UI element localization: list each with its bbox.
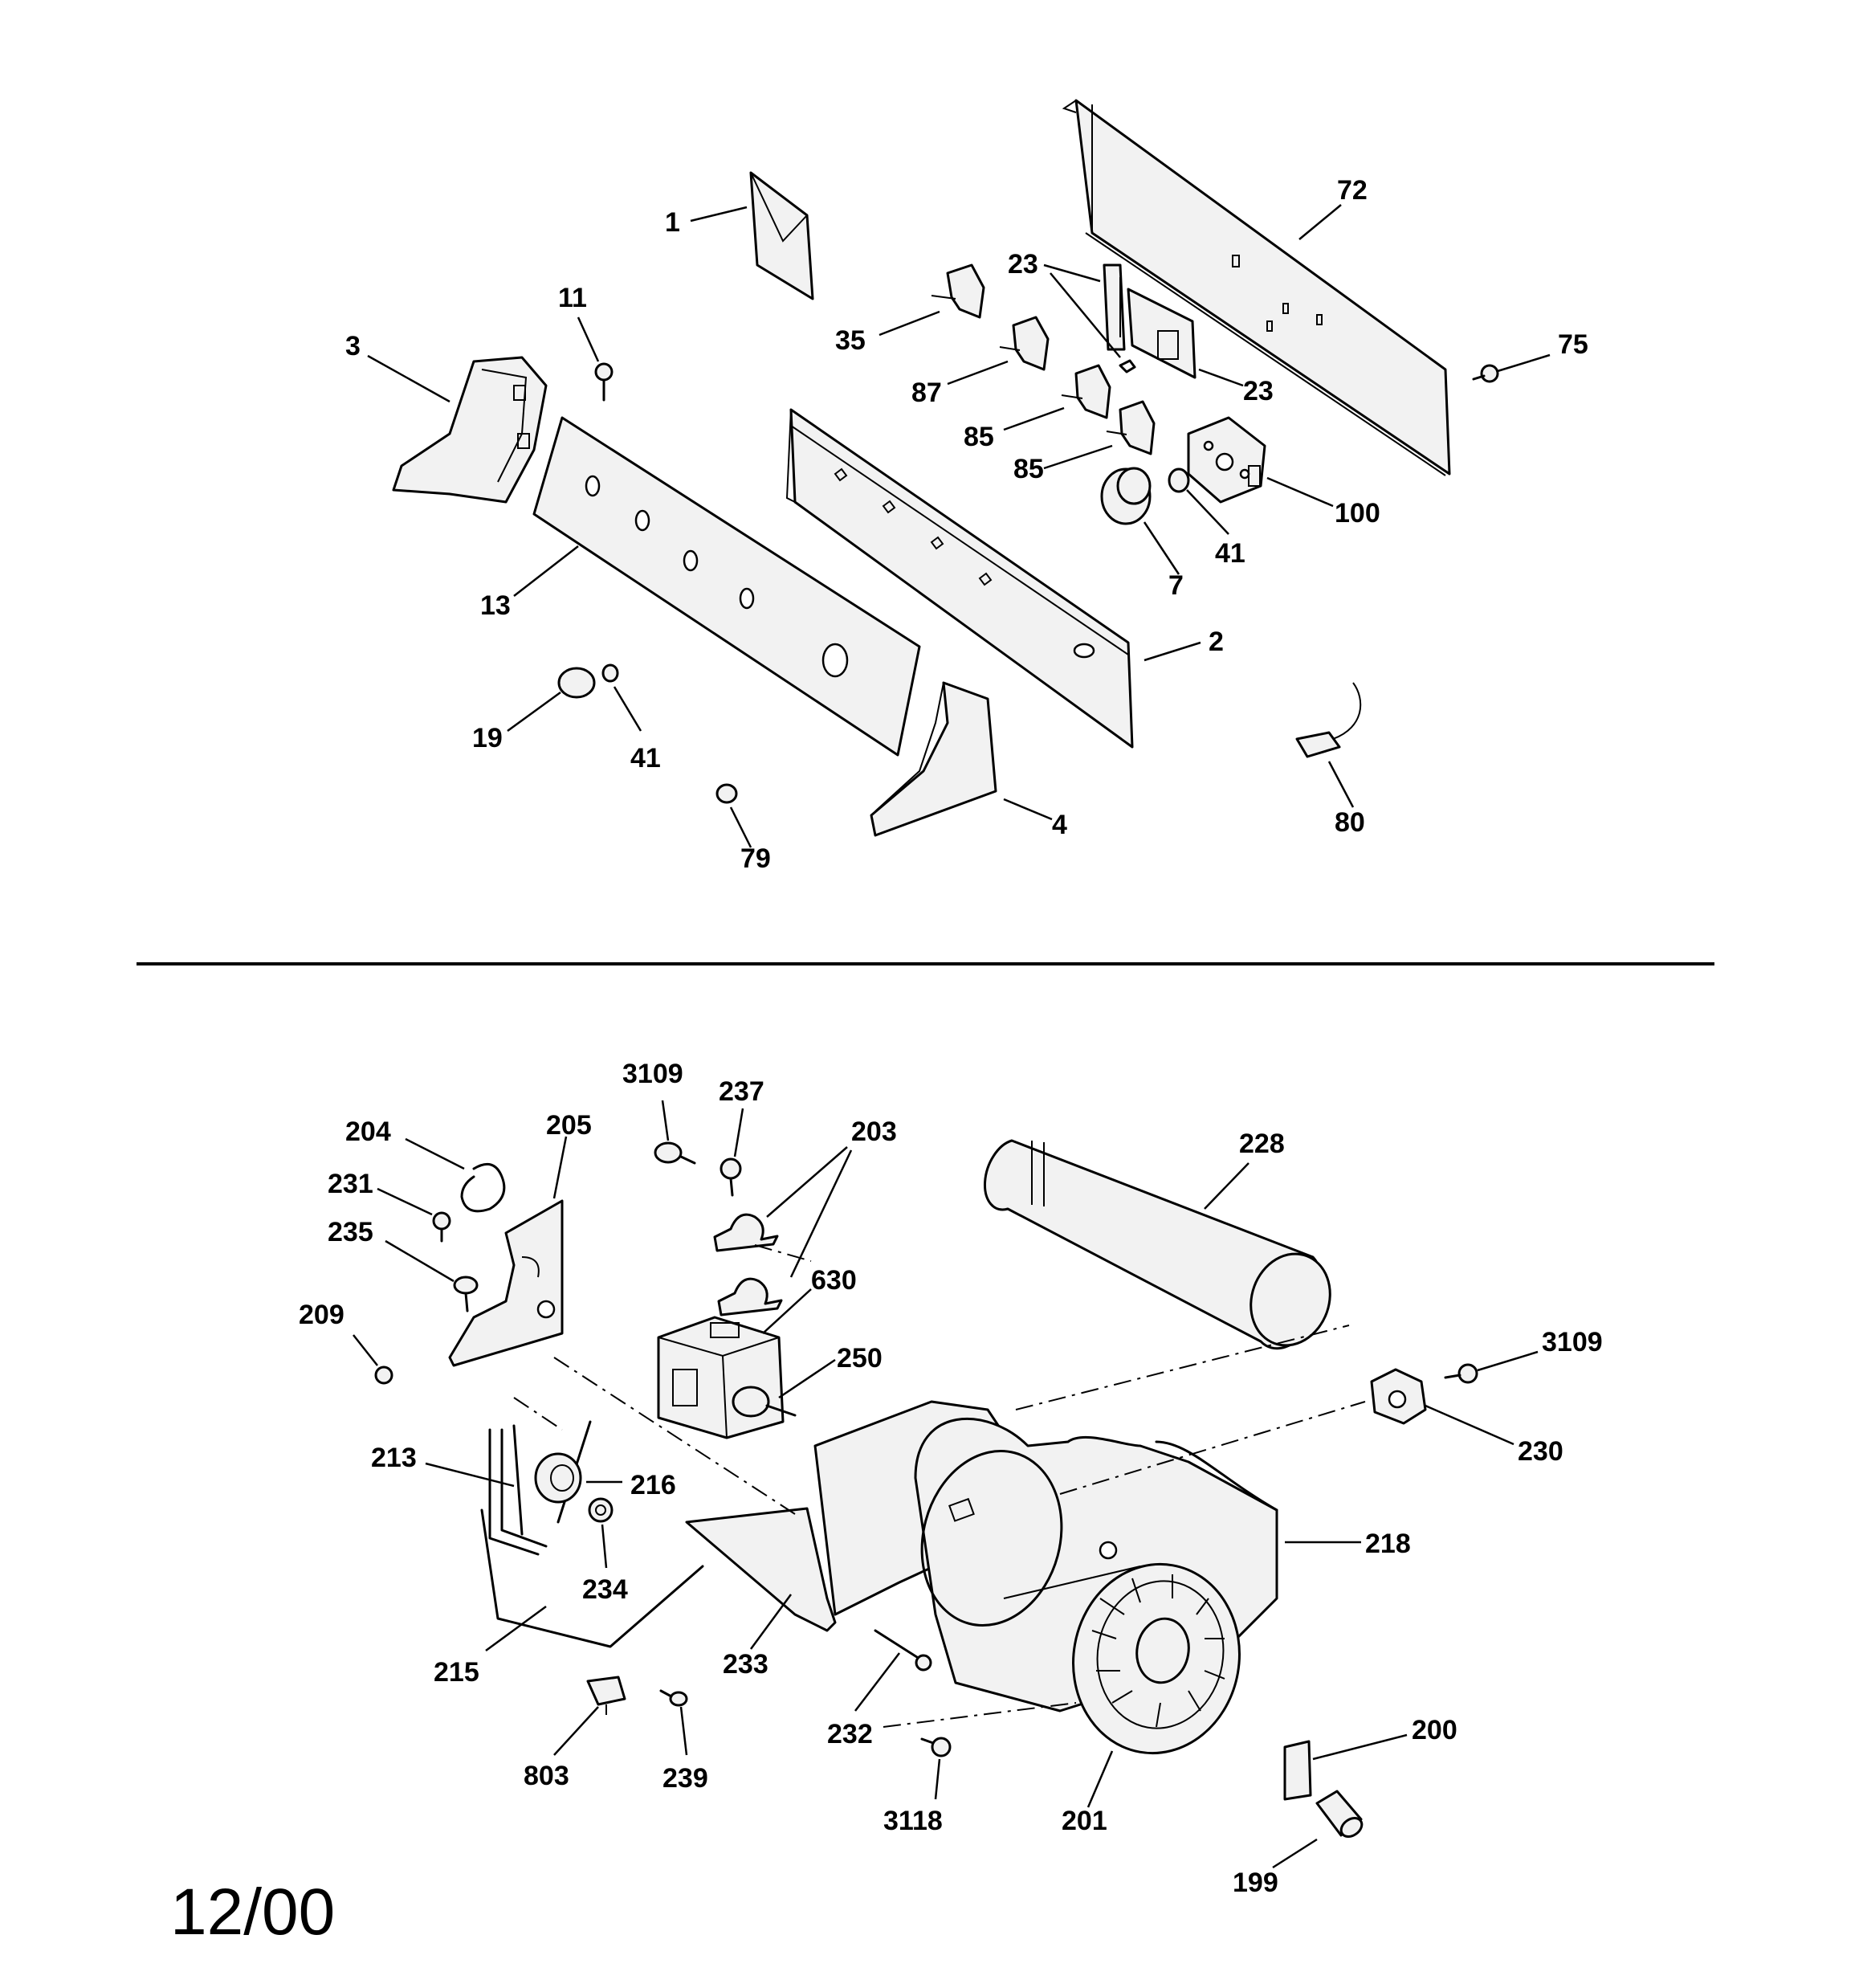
callout-3118: 3118 xyxy=(883,1806,943,1836)
callout-19: 19 xyxy=(472,723,503,753)
callout-100: 100 xyxy=(1335,498,1380,529)
callout-1: 1 xyxy=(665,207,680,238)
part-3109-screw-a xyxy=(654,1141,696,1165)
callout-232: 232 xyxy=(827,1719,873,1749)
part-630-motor xyxy=(657,1316,785,1439)
date-code: 12/00 xyxy=(170,1876,335,1949)
part-72-rear-panel xyxy=(1062,99,1451,476)
callout-80: 80 xyxy=(1335,807,1365,838)
part-13-control-panel xyxy=(532,416,921,757)
part-230-thermostat xyxy=(1370,1368,1427,1425)
part-215-idler-arm xyxy=(480,1508,704,1648)
part-100-timer xyxy=(1187,416,1266,504)
part-41-spring-b xyxy=(601,663,619,683)
callout-218: 218 xyxy=(1365,1529,1411,1559)
part-201-blower-wheel xyxy=(1072,1562,1241,1755)
callout-13: 13 xyxy=(480,590,511,621)
part-2-backsplash xyxy=(785,408,1134,749)
part-7-knob xyxy=(1100,467,1152,525)
callout-250: 250 xyxy=(837,1343,883,1374)
part-216-pulley xyxy=(534,1452,582,1504)
part-35-switch xyxy=(931,263,985,319)
part-231-screw xyxy=(432,1211,451,1243)
callout-237: 237 xyxy=(719,1076,764,1107)
callout-79: 79 xyxy=(740,843,771,874)
callout-228: 228 xyxy=(1239,1129,1285,1159)
callout-23-a: 23 xyxy=(1008,249,1038,280)
callout-2: 2 xyxy=(1209,627,1224,657)
callout-85-a: 85 xyxy=(964,422,994,452)
part-209-nut xyxy=(374,1365,393,1385)
callout-209: 209 xyxy=(299,1300,344,1330)
part-199-plug xyxy=(1315,1790,1364,1838)
callout-labels: 1 72 23 23 11 3 35 75 87 85 85 100 41 7 … xyxy=(299,175,1603,1898)
callout-239: 239 xyxy=(662,1763,708,1794)
callout-75: 75 xyxy=(1558,329,1588,360)
callout-199: 199 xyxy=(1233,1868,1278,1898)
callout-3109-a: 3109 xyxy=(622,1059,683,1089)
part-1-envelope xyxy=(749,171,814,300)
callout-215: 215 xyxy=(434,1657,479,1688)
callout-205: 205 xyxy=(546,1110,592,1141)
part-235-screw xyxy=(453,1276,479,1312)
callout-23-b: 23 xyxy=(1243,376,1274,406)
callout-41-a: 41 xyxy=(1215,538,1245,569)
part-85-switch-a xyxy=(1061,364,1111,419)
part-203-clamp-b xyxy=(717,1277,783,1316)
callout-3109-b: 3109 xyxy=(1542,1327,1603,1357)
part-41-spring-a xyxy=(1168,467,1190,493)
part-3-end-cap xyxy=(392,356,548,504)
part-23-terminal-block xyxy=(1103,263,1196,379)
callout-213: 213 xyxy=(371,1443,417,1473)
callout-230: 230 xyxy=(1518,1436,1563,1467)
part-203-clamp-a xyxy=(713,1213,779,1252)
callout-4: 4 xyxy=(1052,810,1067,840)
part-803-connector xyxy=(586,1676,626,1715)
part-233-base xyxy=(685,1507,837,1632)
part-19-knob xyxy=(557,667,596,699)
part-80-sensor xyxy=(1295,682,1362,758)
part-237-screw xyxy=(720,1157,742,1197)
callout-72: 72 xyxy=(1337,175,1368,206)
callout-231: 231 xyxy=(328,1169,373,1199)
part-228-duct xyxy=(983,1139,1331,1350)
callout-35: 35 xyxy=(835,325,866,356)
part-79-bushing xyxy=(715,783,738,804)
part-3118-screw xyxy=(920,1737,952,1757)
callout-234: 234 xyxy=(582,1574,628,1605)
part-239-screw xyxy=(659,1689,688,1707)
part-85-switch-b xyxy=(1106,400,1156,455)
callout-3: 3 xyxy=(345,331,361,361)
part-234-nut xyxy=(588,1497,614,1523)
callout-204: 204 xyxy=(345,1116,391,1147)
callout-7: 7 xyxy=(1168,570,1184,601)
callout-203: 203 xyxy=(851,1116,897,1147)
part-87-switch xyxy=(999,316,1050,371)
callout-630: 630 xyxy=(811,1265,857,1296)
part-3109-screw-b xyxy=(1444,1363,1478,1384)
callout-85-b: 85 xyxy=(1013,454,1044,484)
part-11-screw xyxy=(594,362,614,402)
part-75-screw xyxy=(1472,364,1499,383)
part-4-end-cap xyxy=(870,681,997,837)
callout-233: 233 xyxy=(723,1649,768,1680)
part-250-motor-shaft xyxy=(732,1386,797,1418)
callout-200: 200 xyxy=(1412,1715,1457,1745)
callout-803: 803 xyxy=(524,1761,569,1791)
callout-87: 87 xyxy=(911,378,942,408)
callout-216: 216 xyxy=(630,1470,676,1500)
part-200-clip xyxy=(1283,1740,1312,1801)
part-232-bolt xyxy=(874,1629,932,1672)
part-204-clip xyxy=(460,1162,506,1213)
part-205-bracket xyxy=(448,1199,564,1367)
callout-235: 235 xyxy=(328,1217,373,1247)
callout-41-b: 41 xyxy=(630,743,661,774)
callout-201: 201 xyxy=(1062,1806,1107,1836)
callout-11: 11 xyxy=(558,283,587,313)
